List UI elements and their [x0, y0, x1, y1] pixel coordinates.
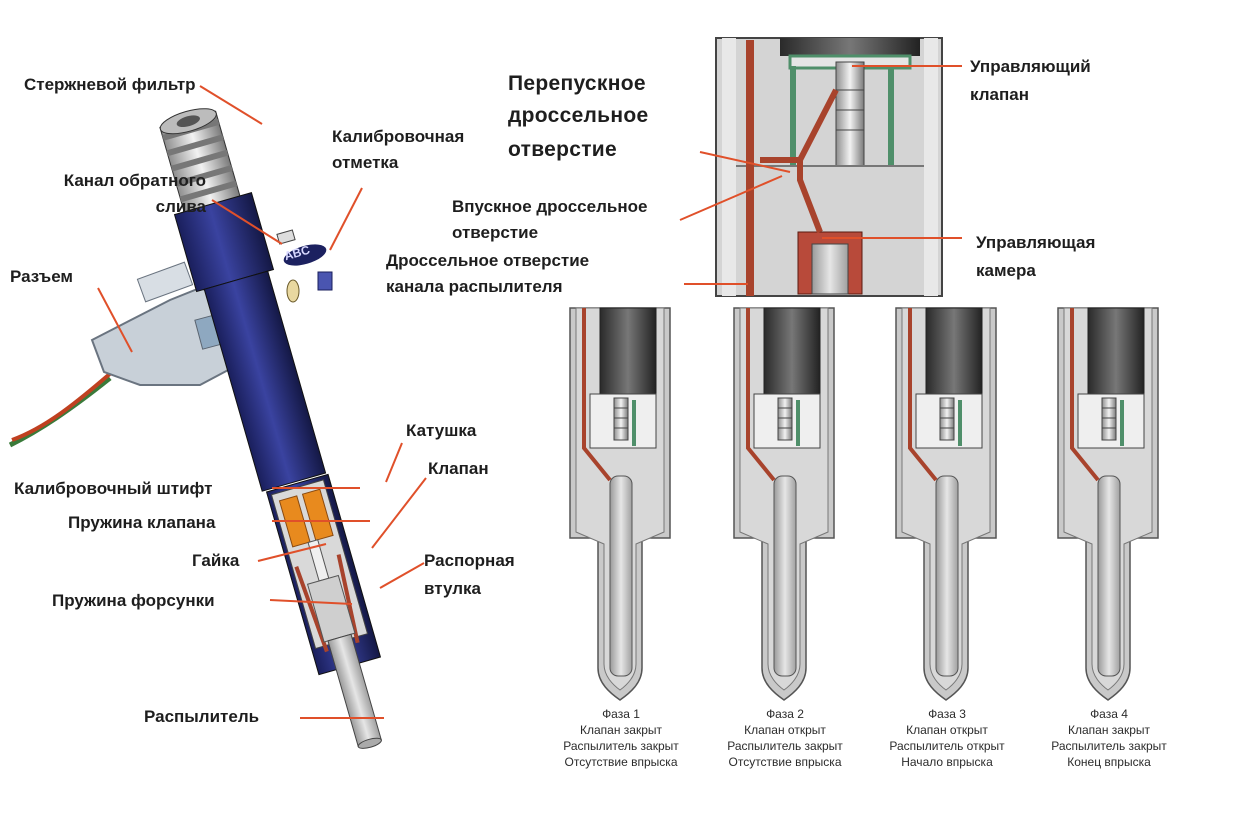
label-sprayer: Распылитель [144, 707, 260, 726]
phase-2-caption: Фаза 2 Клапан открыт Распылитель закрыт … [700, 706, 870, 770]
label-control-chamber-2: камера [976, 261, 1036, 280]
phase-4-injection: Конец впрыска [1067, 755, 1151, 769]
label-calibration-pin: Калибровочный штифт [14, 479, 213, 498]
phase-1-caption: Фаза 1 Клапан закрыт Распылитель закрыт … [536, 706, 706, 770]
phase-2-valve: Клапан открыт [744, 723, 826, 737]
label-return-channel-1: Канал обратного [63, 171, 206, 190]
phase-2-injector [732, 306, 836, 702]
label-inlet-throttle-2: отверстие [452, 223, 539, 242]
label-spacer-2: втулка [424, 579, 481, 598]
phase-2-sprayer: Распылитель закрыт [727, 739, 843, 753]
phase-3-title: Фаза 3 [928, 707, 966, 721]
label-valve: Клапан [428, 459, 489, 478]
label-spacer-1: Распорная [424, 551, 515, 570]
label-inlet-throttle-1: Впускное дроссельное [452, 197, 648, 216]
label-rod-filter: Стержневой фильтр [24, 75, 196, 94]
label-return-channel-2: слива [155, 197, 206, 216]
label-control-valve-2: клапан [970, 85, 1029, 104]
phase-3-valve: Клапан открыт [906, 723, 988, 737]
phase-1-title: Фаза 1 [602, 707, 640, 721]
phase-2-title: Фаза 2 [766, 707, 804, 721]
label-nozzle-spring: Пружина форсунки [52, 591, 215, 610]
injector-body [159, 108, 382, 749]
left-leaders [97, 85, 427, 719]
phase-1-sprayer: Распылитель закрыт [563, 739, 679, 753]
phase-4-title: Фаза 4 [1090, 707, 1128, 721]
phase-injectors [568, 306, 1160, 702]
phase-4-caption: Фаза 4 Клапан закрыт Распылитель закрыт … [1024, 706, 1194, 770]
phase-3-injection: Начало впрыска [901, 755, 993, 769]
label-connector: Разъем [10, 267, 74, 286]
label-bypass-throttle-2: дроссельное [508, 104, 649, 127]
label-sprayer-channel-throttle-1: Дроссельное отверстие [386, 251, 590, 270]
phase-1-injection: Отсутствие впрыска [564, 755, 678, 769]
label-control-chamber-1: Управляющая [976, 233, 1096, 252]
phase-2-injection: Отсутствие впрыска [728, 755, 842, 769]
label-sprayer-channel-throttle-2: канала распылителя [386, 277, 563, 296]
right-leaders [679, 65, 962, 285]
injector-assembly [8, 108, 382, 749]
phase-3-injector [894, 306, 998, 702]
label-valve-spring: Пружина клапана [68, 513, 216, 532]
phase-4-valve: Клапан закрыт [1067, 723, 1151, 737]
label-control-valve-1: Управляющий [970, 57, 1091, 76]
label-calibration-mark-2: отметка [332, 153, 399, 172]
phase-1-injector [568, 306, 672, 702]
control-valve-detail [715, 37, 943, 297]
label-coil: Катушка [406, 421, 477, 440]
phase-3-caption: Фаза 3 Клапан открыт Распылитель открыт … [862, 706, 1032, 770]
label-nut: Гайка [192, 551, 240, 570]
phase-4-sprayer: Распылитель закрыт [1051, 739, 1167, 753]
phase-1-valve: Клапан закрыт [579, 723, 663, 737]
label-bypass-throttle-3: отверстие [508, 138, 617, 161]
phase-3-sprayer: Распылитель открыт [889, 739, 1005, 753]
label-calibration-mark-1: Калибровочная [332, 127, 465, 146]
label-bypass-throttle-1: Перепускное [508, 72, 646, 95]
phase-4-injector [1056, 306, 1160, 702]
